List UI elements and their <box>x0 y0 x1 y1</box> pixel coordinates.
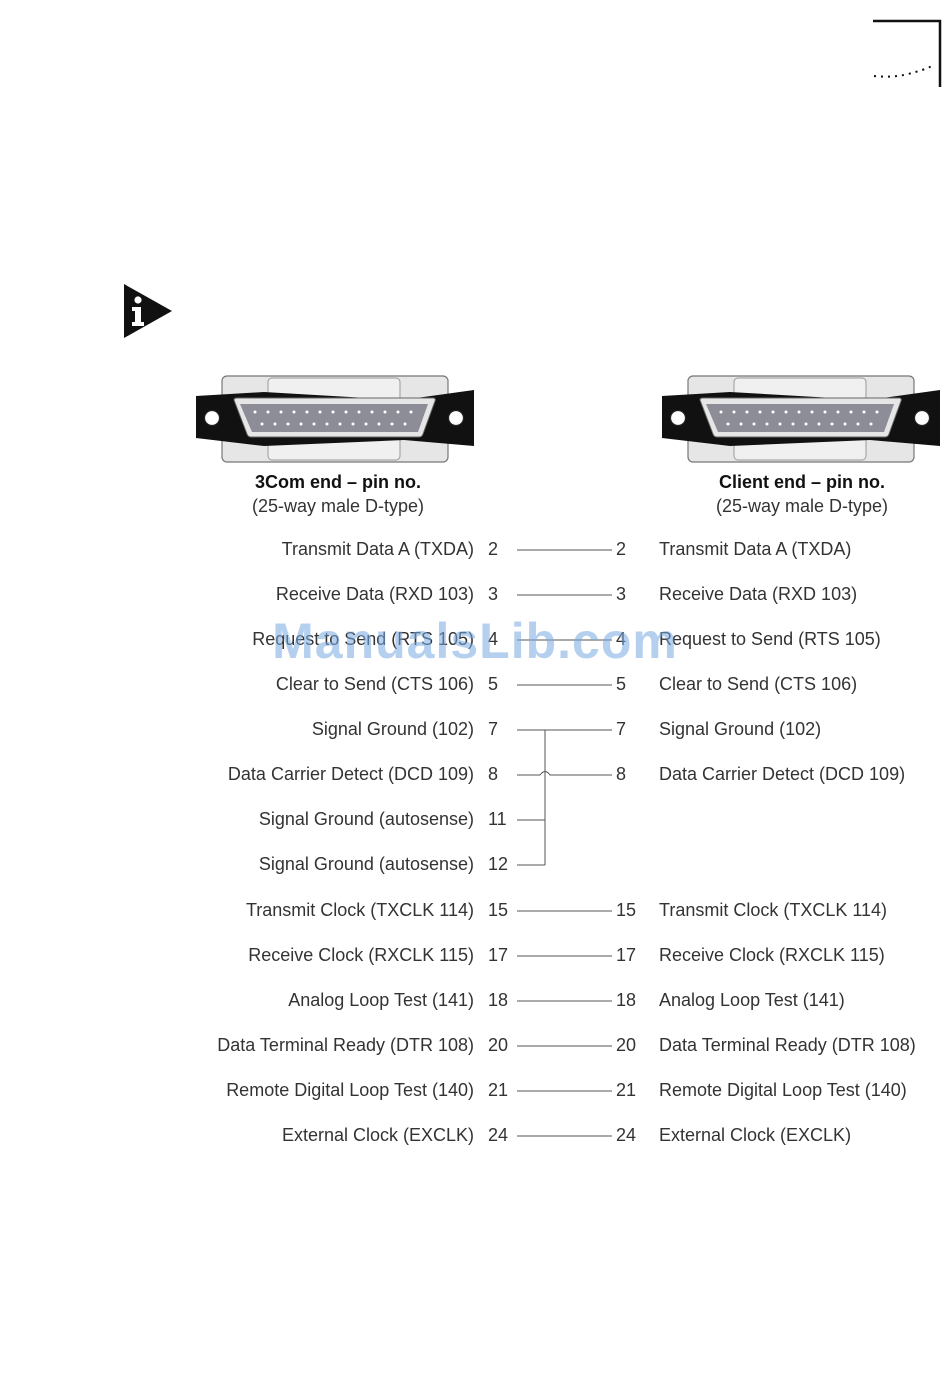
db25-connector-icon <box>196 375 474 463</box>
right-pin-number: 15 <box>616 900 637 920</box>
left-pin-number: 5 <box>488 674 499 694</box>
left-pin-number: 4 <box>488 629 499 649</box>
pin-row: Analog Loop Test (141) 18 18 Analog Loop… <box>0 990 950 1016</box>
right-pin-label: Data Terminal Ready (DTR 108) <box>659 1035 916 1055</box>
left-pin-label: Receive Clock (RXCLK 115) <box>248 945 474 965</box>
right-pin-label: Remote Digital Loop Test (140) <box>659 1080 907 1100</box>
left-pin-number: 7 <box>488 719 499 739</box>
pin-row: Data Terminal Ready (DTR 108) 20 20 Data… <box>0 1035 950 1061</box>
left-pin-number: 17 <box>488 945 509 965</box>
left-end-subtitle: (25-way male D-type) <box>251 496 425 516</box>
right-pin-label: Clear to Send (CTS 106) <box>659 674 858 694</box>
left-pin-number: 24 <box>488 1125 509 1145</box>
right-pin-number: 7 <box>616 719 627 739</box>
left-end-title: 3Com end – pin no. <box>254 472 421 492</box>
left-pin-label: External Clock (EXCLK) <box>281 1125 474 1145</box>
left-pin-number: 21 <box>488 1080 509 1100</box>
right-pin-number: 21 <box>616 1080 637 1100</box>
pin-row: Request to Send (RTS 105) 4 4 Request to… <box>0 629 950 655</box>
left-pin-label: Transmit Data A (TXDA) <box>281 539 474 559</box>
left-pin-label: Data Carrier Detect (DCD 109) <box>227 764 474 784</box>
right-pin-number: 24 <box>616 1125 637 1145</box>
pin-row: Clear to Send (CTS 106) 5 5 Clear to Sen… <box>0 674 950 700</box>
right-pin-label: Request to Send (RTS 105) <box>659 629 881 649</box>
left-pin-number: 18 <box>488 990 509 1010</box>
right-pin-number: 2 <box>616 539 627 559</box>
pin-row: Receive Data (RXD 103) 3 3 Receive Data … <box>0 584 950 610</box>
right-pin-number: 3 <box>616 584 627 604</box>
page-corner-mark <box>873 19 942 87</box>
pin-row: Signal Ground (autosense) 12 <box>0 854 950 880</box>
right-pin-label: Receive Clock (RXCLK 115) <box>659 945 885 965</box>
left-pin-label: Signal Ground (102) <box>311 719 474 739</box>
pin-row: Receive Clock (RXCLK 115) 17 17 Receive … <box>0 945 950 971</box>
info-icon <box>124 284 172 338</box>
left-pin-label: Clear to Send (CTS 106) <box>275 674 474 694</box>
left-pin-number: 8 <box>488 764 499 784</box>
right-end-subtitle: (25-way male D-type) <box>715 496 889 516</box>
pin-row: Signal Ground (102) 7 7 Signal Ground (1… <box>0 719 950 745</box>
left-pin-label: Analog Loop Test (141) <box>288 990 474 1010</box>
left-pin-label: Signal Ground (autosense) <box>258 809 474 829</box>
left-pin-number: 3 <box>488 584 499 604</box>
pin-row: Data Carrier Detect (DCD 109) 8 8 Data C… <box>0 764 950 790</box>
pin-row: Transmit Clock (TXCLK 114) 15 15 Transmi… <box>0 900 950 926</box>
right-pin-label: Analog Loop Test (141) <box>659 990 845 1010</box>
right-end-title: Client end – pin no. <box>719 472 885 492</box>
left-pin-number: 11 <box>488 809 507 829</box>
right-pin-label: Transmit Data A (TXDA) <box>659 539 852 559</box>
left-pin-label: Signal Ground (autosense) <box>258 854 474 874</box>
db25-connector-icon <box>662 375 940 463</box>
right-pin-number: 18 <box>616 990 637 1010</box>
right-pin-number: 17 <box>616 945 637 965</box>
left-pin-label: Transmit Clock (TXCLK 114) <box>245 900 474 920</box>
left-pin-label: Request to Send (RTS 105) <box>252 629 474 649</box>
left-pin-number: 2 <box>488 539 499 559</box>
pin-row: Signal Ground (autosense) 11 <box>0 809 950 835</box>
pin-row: External Clock (EXCLK) 24 24 External Cl… <box>0 1125 950 1151</box>
left-pin-label: Remote Digital Loop Test (140) <box>226 1080 474 1100</box>
pin-row: Transmit Data A (TXDA) 2 2 Transmit Data… <box>0 539 950 565</box>
right-pin-number: 20 <box>616 1035 637 1055</box>
left-pin-number: 12 <box>488 854 509 874</box>
right-pin-number: 4 <box>616 629 627 649</box>
pin-row: Remote Digital Loop Test (140) 21 21 Rem… <box>0 1080 950 1106</box>
left-pin-number: 20 <box>488 1035 509 1055</box>
right-pin-label: Signal Ground (102) <box>659 719 822 739</box>
left-pin-label: Receive Data (RXD 103) <box>275 584 474 604</box>
right-pin-label: Data Carrier Detect (DCD 109) <box>659 764 906 784</box>
left-pin-number: 15 <box>488 900 509 920</box>
right-pin-label: Receive Data (RXD 103) <box>659 584 858 604</box>
right-pin-label: External Clock (EXCLK) <box>659 1125 852 1145</box>
right-pin-label: Transmit Clock (TXCLK 114) <box>659 900 888 920</box>
left-pin-label: Data Terminal Ready (DTR 108) <box>217 1035 474 1055</box>
right-pin-number: 8 <box>616 764 627 784</box>
right-pin-number: 5 <box>616 674 627 694</box>
